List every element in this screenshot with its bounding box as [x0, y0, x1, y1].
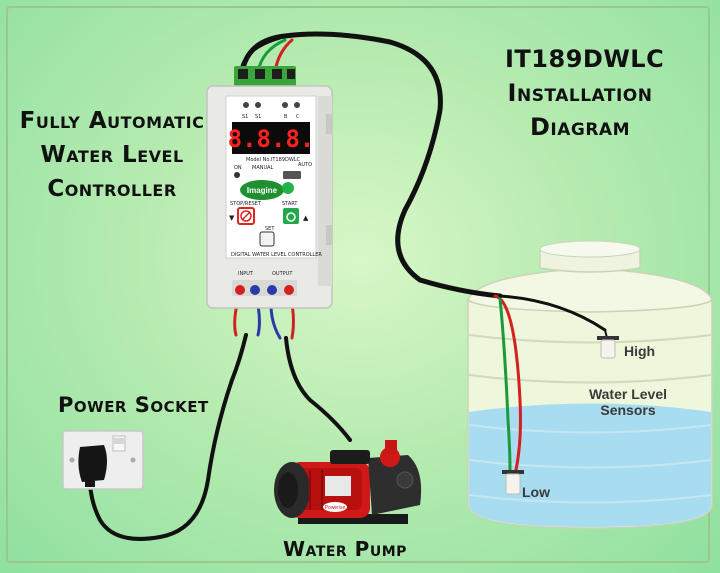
water-pump-label: Water Pump	[283, 537, 407, 561]
power-led	[282, 182, 294, 194]
black-sensor-wire	[498, 294, 607, 332]
manual-label: MANUAL	[252, 165, 274, 171]
start-button[interactable]	[283, 208, 299, 224]
power-cable	[88, 333, 248, 541]
power-socket-label: Power Socket	[58, 393, 209, 417]
terminal-label-b: B	[284, 114, 288, 120]
diagram-title-line-2: Installation	[507, 79, 653, 107]
diagram-title: IT189DWLC Installation Diagram	[505, 42, 665, 144]
controller-title-line-2: Water Level	[40, 142, 184, 168]
bottom-terminal-block	[232, 280, 297, 296]
pump-cable	[284, 336, 352, 442]
on-led	[234, 172, 240, 178]
output-label: OUTPUT	[272, 271, 293, 277]
controller-title: Fully Automatic Water Level Controller	[12, 104, 212, 206]
svg-text:▼: ▼	[229, 214, 235, 222]
terminal-label-c: C	[296, 114, 300, 120]
set-label: SET	[265, 226, 275, 232]
pump-brand: Powerise	[325, 505, 346, 511]
diagram-title-line-3: Diagram	[529, 113, 631, 141]
svg-text:▲: ▲	[303, 214, 309, 222]
border-frame	[6, 6, 710, 563]
sensor-low	[502, 470, 524, 495]
stop-label: STOP/RESET	[230, 201, 262, 207]
controller-title-line-1: Fully Automatic	[19, 108, 205, 134]
sensor-high-label: High	[624, 343, 656, 359]
water-body	[469, 403, 711, 527]
terminal-label-s1b: S1	[255, 114, 261, 120]
start-label: START	[282, 201, 298, 207]
model-text: Model No.IT189DWLC	[246, 157, 301, 163]
sensor-low-label: Low	[522, 484, 550, 500]
on-label: ON	[234, 165, 242, 171]
mode-switch[interactable]	[283, 171, 301, 179]
controller-title-line-3: Controller	[47, 176, 177, 202]
sensor-cable	[240, 31, 503, 299]
sensor-high	[597, 329, 619, 359]
auto-label: AUTO	[298, 162, 312, 168]
power-socket	[62, 430, 144, 490]
input-label: INPUT	[238, 271, 254, 277]
set-button[interactable]	[259, 231, 275, 247]
terminal-label-s1a: S1	[242, 114, 248, 120]
red-sensor-wire	[493, 294, 522, 472]
sensors-label-line-1: Water Level	[588, 386, 668, 402]
brand-logo: Imagine	[247, 186, 278, 195]
water-tank	[467, 240, 713, 529]
seven-segment-display	[232, 122, 310, 154]
water-pump: Powerise	[274, 440, 422, 524]
sensors-label: Water Level Sensors	[578, 386, 678, 418]
wiring	[88, 31, 607, 541]
controller-footer: DIGITAL WATER LEVEL CONTROLLER	[231, 252, 322, 258]
green-sensor-wire	[498, 296, 512, 472]
diagram-title-line-1: IT189DWLC	[505, 45, 665, 73]
water-level-controller: S1 S1 B C 8.8.8. Model No.IT189DWLC ON M…	[206, 66, 333, 309]
plug	[78, 445, 107, 482]
display-readout: 8.8.8.	[228, 125, 315, 153]
sensors-label-line-2: Sensors	[600, 402, 656, 418]
